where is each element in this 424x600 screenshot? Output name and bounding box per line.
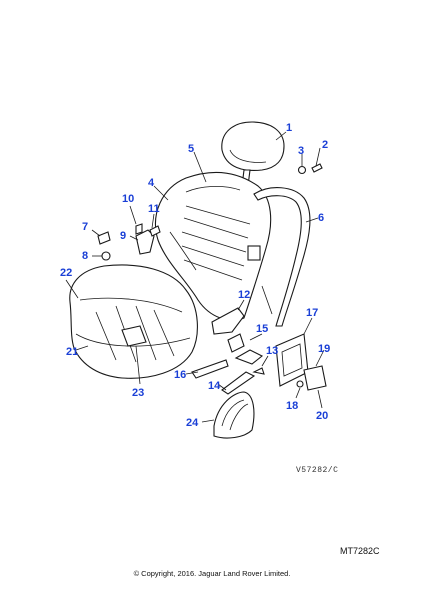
callout-6: 6 [318, 212, 324, 224]
illustration-code: MT7282C [340, 546, 380, 556]
seat-back [154, 171, 272, 321]
seat-cushion [69, 264, 198, 379]
callout-12: 12 [238, 289, 250, 301]
lumbar-cushion [213, 391, 255, 439]
callout-22: 22 [60, 267, 72, 279]
drawing-reference-code: V57282/C [296, 466, 339, 475]
fixings [97, 163, 323, 261]
callout-17: 17 [306, 307, 318, 319]
callout-1: 1 [286, 122, 292, 134]
callout-19: 19 [318, 343, 330, 355]
callout-labels: 1 2 3 4 5 6 7 8 9 10 11 12 13 14 15 16 1… [60, 122, 330, 429]
callout-7: 7 [82, 221, 88, 233]
callout-23: 23 [132, 387, 144, 399]
callout-2: 2 [322, 139, 328, 151]
callout-14: 14 [208, 380, 221, 392]
callout-8: 8 [82, 250, 88, 262]
callout-20: 20 [316, 410, 328, 422]
callout-3: 3 [298, 145, 304, 157]
side-trim-panel [275, 333, 327, 391]
callout-13: 13 [266, 345, 278, 357]
copyright-notice: © Copyright, 2016. Jaguar Land Rover Lim… [133, 569, 291, 578]
callout-11: 11 [148, 203, 160, 215]
callout-16: 16 [174, 369, 186, 381]
callout-24: 24 [186, 417, 199, 429]
recliner-parts [191, 307, 265, 395]
callout-4: 4 [148, 177, 155, 189]
seat-back-frame [253, 187, 311, 327]
callout-15: 15 [256, 323, 268, 335]
callout-21: 21 [66, 346, 78, 358]
callout-10: 10 [122, 193, 134, 205]
callout-5: 5 [188, 143, 194, 155]
leader-lines [65, 131, 325, 423]
callout-9: 9 [120, 230, 126, 242]
callout-18: 18 [286, 400, 298, 412]
